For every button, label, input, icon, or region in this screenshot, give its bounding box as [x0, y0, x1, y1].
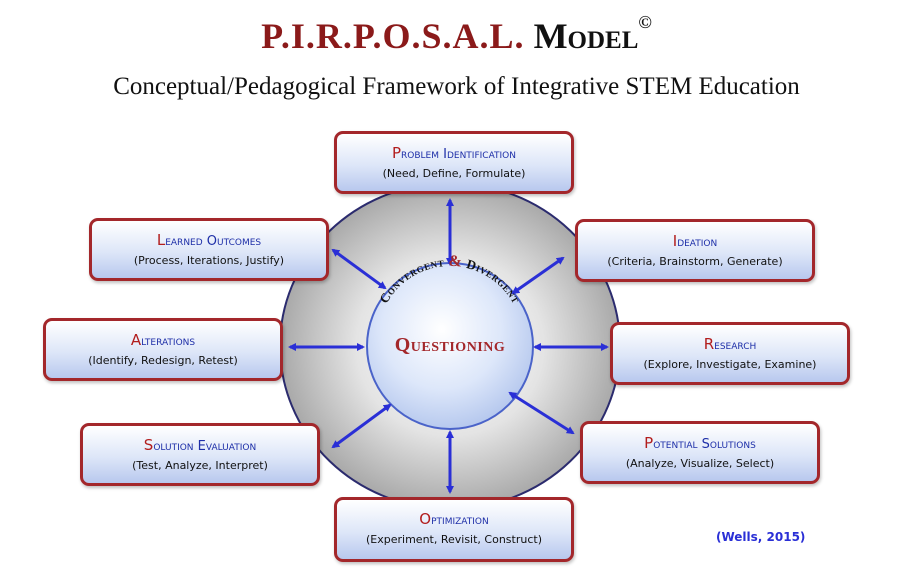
stage-subtitle: (Explore, Investigate, Examine)	[643, 358, 817, 371]
stage-subtitle: (Experiment, Revisit, Construct)	[366, 533, 542, 546]
stage-subtitle: (Process, Iterations, Justify)	[133, 254, 285, 267]
stage-box-problem-identification: Problem Identification (Need, Define, Fo…	[334, 131, 574, 194]
stage-box-optimization: Optimization (Experiment, Revisit, Const…	[334, 497, 574, 562]
page-title: P.I.R.P.O.S.A.L. Model©	[0, 12, 913, 57]
copyright-mark: ©	[638, 12, 652, 32]
stage-box-learned-outcomes: Learned Outcomes (Process, Iterations, J…	[89, 218, 329, 281]
stage-box-alterations: Alterations (Identify, Redesign, Retest)	[43, 318, 283, 381]
stage-title: Learned Outcomes	[156, 231, 262, 249]
arc-ampersand: &	[448, 253, 463, 271]
arrow-learned-outcomes	[331, 248, 387, 290]
citation: (Wells, 2015)	[716, 530, 806, 544]
stage-title: Potential Solutions	[644, 434, 756, 452]
model-word: Model	[533, 16, 639, 56]
stage-subtitle: (Identify, Redesign, Retest)	[88, 354, 238, 367]
arrow-potential-solutions	[508, 391, 575, 435]
stage-box-potential-solutions: Potential Solutions (Analyze, Visualize,…	[580, 421, 820, 484]
stage-subtitle: (Criteria, Brainstorm, Generate)	[607, 255, 783, 268]
model-acronym: P.I.R.P.O.S.A.L.	[261, 16, 525, 56]
stage-box-solution-evaluation: Solution Evaluation (Test, Analyze, Inte…	[80, 423, 320, 486]
page-subtitle: Conceptual/Pedagogical Framework of Inte…	[113, 73, 800, 100]
stage-title: Problem Identification	[391, 144, 517, 162]
stage-subtitle: (Analyze, Visualize, Select)	[625, 457, 775, 470]
center-questioning-label: Questioning	[394, 334, 506, 356]
stage-title: Optimization	[419, 510, 489, 528]
stage-subtitle: (Need, Define, Formulate)	[382, 167, 526, 180]
stage-title: Research	[703, 335, 757, 353]
stage-box-research: Research (Explore, Investigate, Examine)	[610, 322, 850, 385]
stage-title: Ideation	[672, 232, 718, 250]
stage-title: Alterations	[130, 331, 196, 349]
arrow-solution-evaluation	[331, 403, 392, 449]
stage-box-ideation: Ideation (Criteria, Brainstorm, Generate…	[575, 219, 815, 282]
stage-subtitle: (Test, Analyze, Interpret)	[132, 459, 268, 472]
stage-title: Solution Evaluation	[143, 436, 257, 454]
arrow-ideation	[511, 256, 565, 295]
